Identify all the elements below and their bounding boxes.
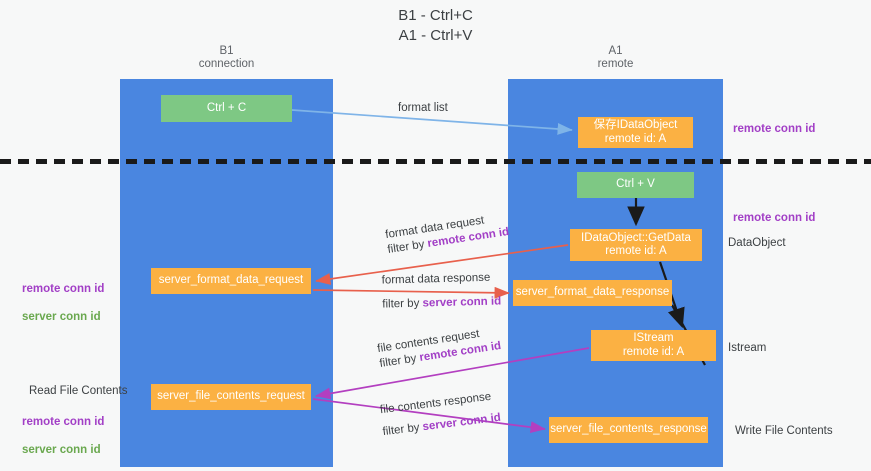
node-server-file-contents-request[interactable]: server_file_contents_request (151, 384, 311, 410)
annotation-server-conn-id-2: server conn id (22, 444, 101, 456)
annotation-server-conn-id: server conn id (22, 311, 101, 323)
edge-file-contents-response (312, 398, 546, 434)
section-divider (0, 159, 871, 164)
annotation-dataobject: DataObject (728, 237, 786, 249)
annotation-istream: Istream (728, 342, 767, 354)
node-server-file-contents-response[interactable]: server_file_contents_response (549, 417, 708, 443)
annotation-conn-ids-bottom: remote conn id server conn id (22, 401, 104, 471)
edge-format-data-request (315, 244, 569, 285)
annotation-remote-conn-id-2: remote conn id (22, 416, 105, 428)
node-server-format-data-response[interactable]: server_format_data_response (513, 280, 672, 306)
node-server-format-data-request[interactable]: server_format_data_request (151, 268, 311, 294)
annotation-remote-conn-id-mid: remote conn id (733, 212, 816, 224)
annotation-remote-conn-id: remote conn id (22, 283, 105, 295)
diagram-title: B1 - Ctrl+C A1 - Ctrl+V (398, 7, 473, 44)
annotation-remote-conn-id-top: remote conn id (733, 123, 816, 135)
edge-file-contents-request (315, 347, 590, 400)
edge-label-format-data-response: format data response filter by server co… (382, 270, 502, 312)
annotation-read-file-contents: Read File Contents (29, 385, 128, 397)
edge-label-format-list: format list (398, 102, 448, 114)
swimlane-header-a1: A1 remote (597, 45, 634, 70)
filter-prefix: filter by (381, 421, 424, 439)
edge-format-list (291, 109, 573, 135)
node-save-idataobject[interactable]: 保存IDataObject remote id: A (578, 117, 693, 148)
annotation-conn-ids-top: remote conn id server conn id (22, 268, 104, 338)
filter-prefix: filter by (382, 297, 423, 311)
node-ctrl-v[interactable]: Ctrl + V (577, 172, 694, 198)
edge-label-format-data-response-line2: filter by server conn id (382, 294, 501, 312)
edge-label-format-data-response-line1: format data response (381, 271, 491, 287)
edge-format-data-response (312, 286, 510, 299)
node-istream[interactable]: IStream remote id: A (591, 330, 716, 361)
swimlane-header-b1: B1 connection (198, 45, 255, 70)
filter-key-server-conn-id: server conn id (422, 295, 502, 310)
node-ctrl-c[interactable]: Ctrl + C (161, 95, 292, 122)
annotation-write-file-contents: Write File Contents (735, 425, 833, 437)
node-idataobject-getdata[interactable]: IDataObject::GetData remote id: A (570, 229, 702, 261)
